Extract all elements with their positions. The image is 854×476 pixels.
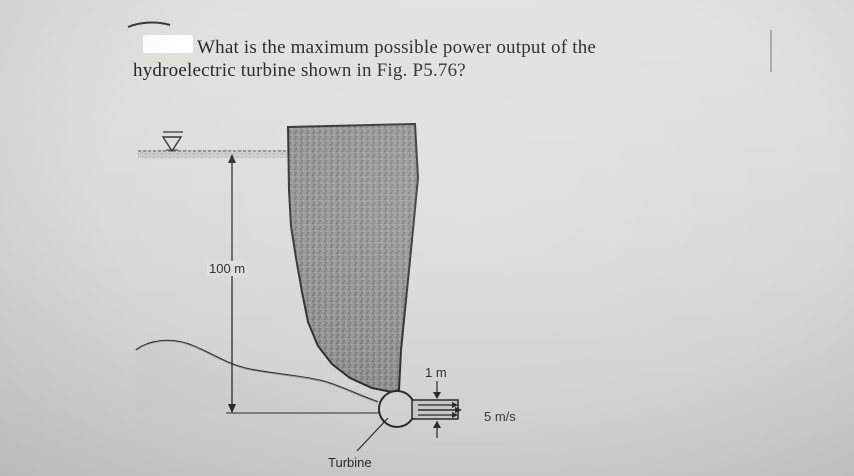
- question-line-2: hydroelectric turbine shown in Fig. P5.7…: [133, 60, 466, 81]
- turbine-label: Turbine: [328, 455, 372, 470]
- height-label: 100 m: [207, 261, 248, 276]
- velocity-label: 5 m/s: [484, 409, 516, 424]
- height-dimension: [226, 154, 388, 414]
- water-surface: [138, 150, 292, 158]
- turbine-leader-line: [356, 417, 389, 452]
- ground-fill: [136, 340, 378, 412]
- water-level-triangle-icon: [161, 131, 183, 153]
- problem-statement: What is the maximum possible power outpu…: [133, 36, 773, 82]
- stray-mark: [127, 21, 171, 28]
- diameter-label: 1 m: [425, 365, 447, 380]
- diameter-dimension: [433, 381, 441, 438]
- dam-body: [286, 122, 420, 394]
- flow-arrows: [418, 402, 462, 418]
- redacted-problem-number: [143, 35, 193, 53]
- question-line-1: What is the maximum possible power outpu…: [197, 37, 597, 58]
